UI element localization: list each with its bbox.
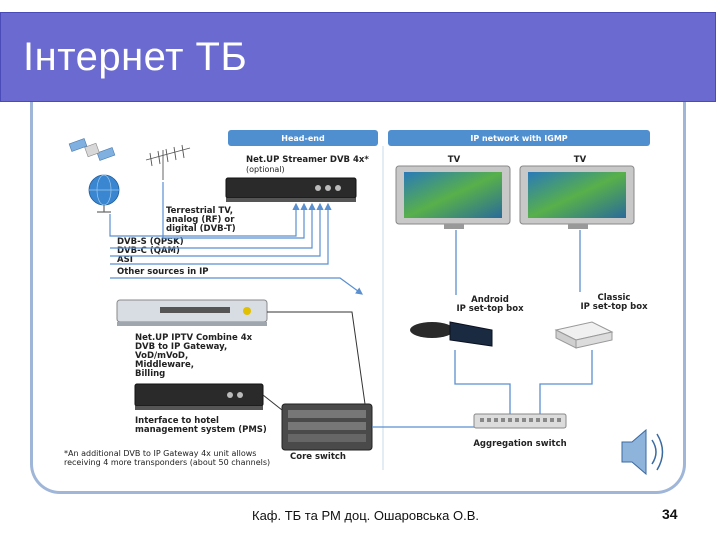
footnote: *An additional DVB to IP Gateway 4x unit… [64,449,270,467]
svg-text:Classic: Classic [598,293,631,303]
tv-right-label: TV [574,155,587,165]
svg-text:DVB to IP Gateway,: DVB to IP Gateway, [135,342,227,352]
android-stb-device [410,321,493,347]
svg-text:Middleware,: Middleware, [135,360,194,370]
slide-title: Інтернет ТБ [23,35,248,79]
title-bar: Інтернет ТБ [0,12,716,108]
input-arrows [109,182,363,295]
sources-label: DVB-S (QPSK) DVB-C (QAM) ASI [117,237,184,265]
speaker-icon[interactable] [621,428,664,476]
svg-text:ASI: ASI [117,255,133,265]
tv-left [395,165,511,229]
diagram-frame [30,102,686,494]
streamer-name: Net.UP Streamer DVB 4x* [246,155,369,165]
svg-text:DVB-S (QPSK): DVB-S (QPSK) [117,237,184,247]
svg-text:Net.UP IPTV Combine 4x: Net.UP IPTV Combine 4x [135,333,253,343]
svg-text:Interface to hotel: Interface to hotel [135,416,219,426]
svg-text:Terrestrial TV,: Terrestrial TV, [166,206,233,216]
svg-text:*An additional DVB to IP Gatew: *An additional DVB to IP Gateway 4x unit… [64,449,256,458]
tv-right [519,165,635,229]
android-stb-label: Android IP set-top box [456,295,524,314]
streamer-device [225,177,357,202]
headend-header: Head-end [281,134,325,143]
hotel-interface-device [134,383,264,410]
page-number: 34 [662,506,678,522]
svg-text:IP set-top box: IP set-top box [456,304,524,314]
footer-text: Каф. ТБ та РМ доц. Ошаровська О.В. [252,508,479,523]
core-switch-label: Core switch [290,452,346,462]
aggregation-switch-label: Aggregation switch [473,439,566,449]
streamer-optional: (optional) [246,165,285,174]
svg-text:analog (RF) or: analog (RF) or [166,215,235,225]
title-underline [1,106,637,108]
svg-text:Android: Android [471,295,509,305]
svg-text:Billing: Billing [135,369,165,379]
stb-aggregation-links [454,350,593,414]
svg-text:digital (DVB-T): digital (DVB-T) [166,224,236,234]
globe-icon [88,174,120,213]
core-switch-device [281,403,373,451]
svg-text:receiving 4 more transponders: receiving 4 more transponders (about 50 … [64,458,270,467]
svg-text:IP set-top box: IP set-top box [580,302,648,312]
hotel-label: Interface to hotel management system (PM… [135,416,267,435]
aggregation-switch-device [473,413,567,429]
tv-stb-links [455,230,581,295]
combine-device [116,299,268,326]
antenna-icon [145,144,191,180]
svg-text:VoD/mVoD,: VoD/mVoD, [135,351,188,361]
ipnet-header: IP network with IGMP [470,134,567,143]
svg-text:management system (PMS): management system (PMS) [135,425,267,435]
other-sources-label: Other sources in IP [117,267,209,277]
headend-links [262,311,366,411]
headend-header-bar [228,130,378,146]
svg-text:DVB-C (QAM): DVB-C (QAM) [117,246,180,256]
tv-left-label: TV [448,155,461,165]
classic-stb-label: Classic IP set-top box [580,293,648,312]
combine-label: Net.UP IPTV Combine 4x DVB to IP Gateway… [135,333,253,379]
terrestrial-label: Terrestrial TV, analog (RF) or digital (… [166,206,236,234]
satellite-icon [68,138,116,161]
classic-stb-device [554,321,614,349]
ipnet-header-bar [388,130,650,146]
